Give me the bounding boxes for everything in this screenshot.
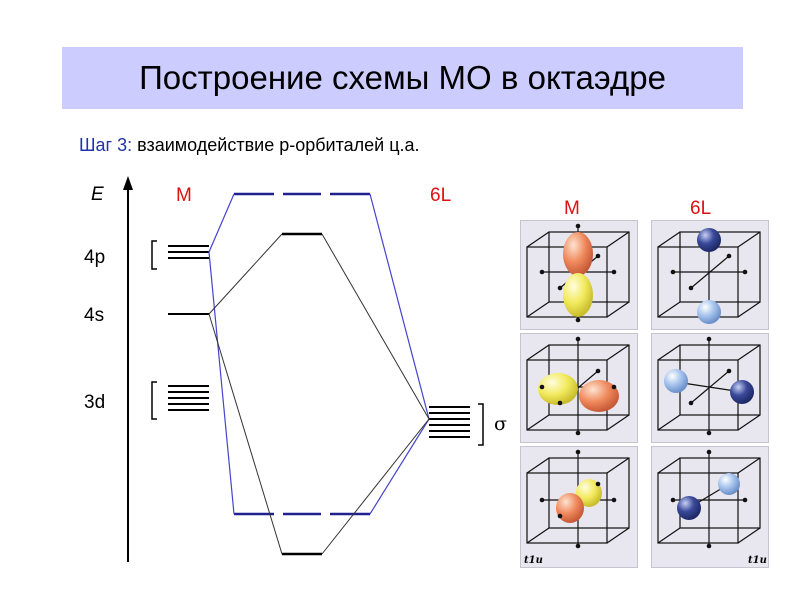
symmetry-label-metal: t1u bbox=[524, 555, 543, 566]
panel-header-metal: M bbox=[564, 198, 580, 219]
orbital-ligand-z bbox=[657, 228, 761, 324]
energy-axis-label: E bbox=[91, 184, 104, 205]
bracket-3d bbox=[151, 381, 157, 420]
bracket-sigma bbox=[478, 403, 484, 446]
level-label-3d: 3d bbox=[84, 392, 105, 413]
step-description: взаимодействие р-орбиталей ц.а. bbox=[132, 135, 420, 155]
sigma-label: σ bbox=[494, 413, 507, 435]
level-3d bbox=[168, 385, 209, 411]
energy-axis-arrow-icon bbox=[123, 176, 133, 190]
orbital-metal-pz bbox=[526, 223, 630, 323]
correlation-lines-4p bbox=[208, 193, 430, 515]
bracket-4p bbox=[151, 240, 157, 270]
level-label-4p: 4p bbox=[84, 247, 105, 268]
panel-header-ligand: 6L bbox=[690, 198, 711, 219]
page-title: Построение схемы МО в октаэдре bbox=[139, 59, 666, 96]
orbital-ligand-y bbox=[657, 449, 761, 549]
metal-column-label: M bbox=[176, 185, 192, 206]
subtitle: Шаг 3: взаимодействие р-орбиталей ц.а. bbox=[79, 135, 420, 156]
title-bar: Построение схемы МО в октаэдре bbox=[62, 47, 743, 109]
level-4p bbox=[168, 245, 209, 259]
step-label: Шаг 3 bbox=[79, 135, 128, 155]
symmetry-label-ligand: t1u bbox=[748, 555, 767, 566]
ligand-column-label: 6L bbox=[430, 185, 451, 206]
level-label-4s: 4s bbox=[84, 305, 104, 326]
level-ligand-sigma bbox=[429, 406, 470, 438]
orbital-ligand-x bbox=[657, 336, 761, 436]
step-separator: : bbox=[127, 135, 133, 155]
orbital-metal-px bbox=[526, 336, 630, 436]
correlation-lines-4s bbox=[208, 233, 430, 555]
orbital-metal-py bbox=[526, 449, 630, 549]
